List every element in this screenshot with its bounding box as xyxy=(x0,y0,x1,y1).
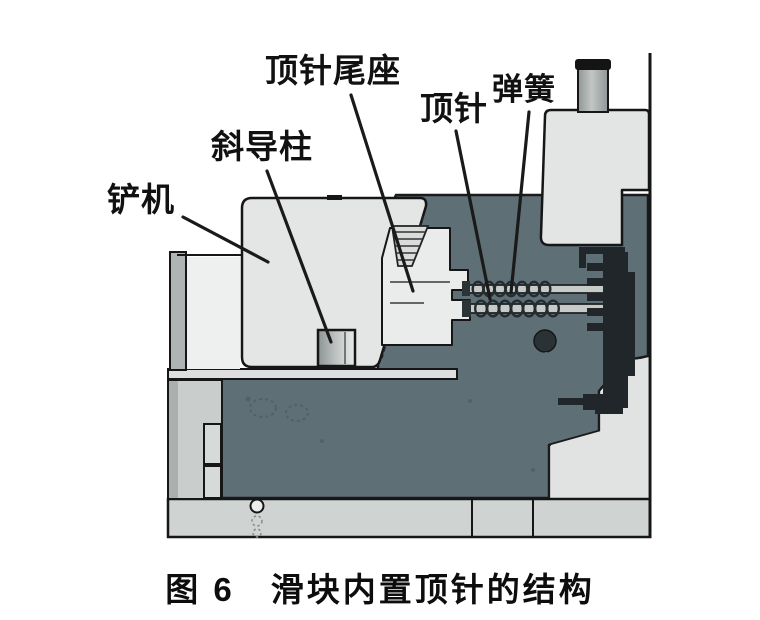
label-angle-guide-pin: 斜导柱 xyxy=(211,130,313,166)
screw-hole xyxy=(533,329,557,372)
lower-left-plate xyxy=(167,379,223,500)
guide-rail xyxy=(203,423,222,465)
spring-upper xyxy=(471,280,552,298)
label-ejector-pin-tailstock: 顶针尾座 xyxy=(265,54,401,90)
leader-lines xyxy=(181,93,531,344)
surface-speckles xyxy=(245,396,535,472)
leader-tailstock xyxy=(349,93,415,293)
fixed-plate xyxy=(539,108,651,247)
guide-rail xyxy=(203,465,222,499)
cylinder-pin xyxy=(575,59,611,113)
label-ejector-pin: 顶针 xyxy=(420,92,488,128)
figure-caption: 图 6 滑块内置顶针的结构 xyxy=(165,571,595,608)
angle-guide-pin-pocket xyxy=(316,328,357,368)
spring-lower xyxy=(474,299,561,318)
left-side-plate xyxy=(169,251,254,371)
label-shovel-block: 铲机 xyxy=(107,183,175,219)
leader-spring xyxy=(509,110,531,295)
locating-pin-hole xyxy=(249,498,265,514)
leader-ejector-pin xyxy=(454,129,492,301)
label-spring: 弹簧 xyxy=(492,72,556,107)
leader-shovel-block xyxy=(181,215,270,264)
parting-line-band xyxy=(167,368,458,380)
cavity-insert xyxy=(558,247,635,414)
base-plate xyxy=(166,497,652,539)
leader-angle-guide-pin xyxy=(265,169,333,344)
